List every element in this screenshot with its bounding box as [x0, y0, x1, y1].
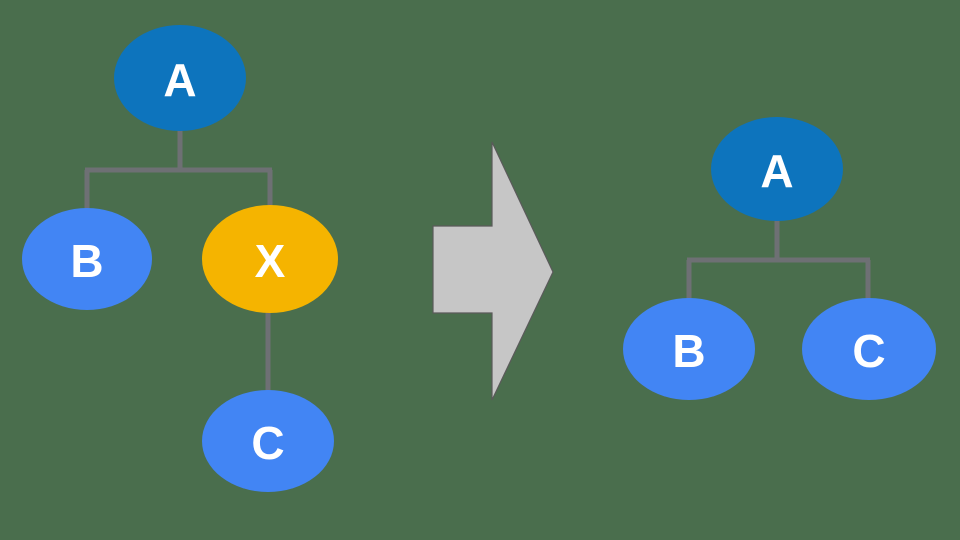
edge-a-to-b-and-c: [686, 219, 871, 302]
arrow-right-icon: [432, 141, 554, 401]
node-a-after-shape[interactable]: [711, 117, 843, 221]
after-tree: A B C: [623, 117, 936, 400]
node-a-after[interactable]: A: [711, 117, 843, 221]
after-tree-edges: [686, 219, 871, 302]
node-a-before[interactable]: A: [114, 25, 246, 131]
node-b-before-shape[interactable]: [22, 208, 152, 310]
node-x-before[interactable]: X: [202, 205, 338, 313]
node-c-after[interactable]: C: [802, 298, 936, 400]
node-x-before-shape[interactable]: [202, 205, 338, 313]
node-b-before[interactable]: B: [22, 208, 152, 310]
node-a-before-shape[interactable]: [114, 25, 246, 131]
node-c-after-shape[interactable]: [802, 298, 936, 400]
node-b-after-shape[interactable]: [623, 298, 755, 400]
transform-arrow: [432, 141, 554, 401]
before-tree: A B X C: [22, 25, 338, 492]
node-b-after[interactable]: B: [623, 298, 755, 400]
node-c-before[interactable]: C: [202, 390, 334, 492]
edge-a-to-b-and-x: [84, 128, 273, 212]
node-c-before-shape[interactable]: [202, 390, 334, 492]
before-tree-edges: [84, 128, 273, 394]
